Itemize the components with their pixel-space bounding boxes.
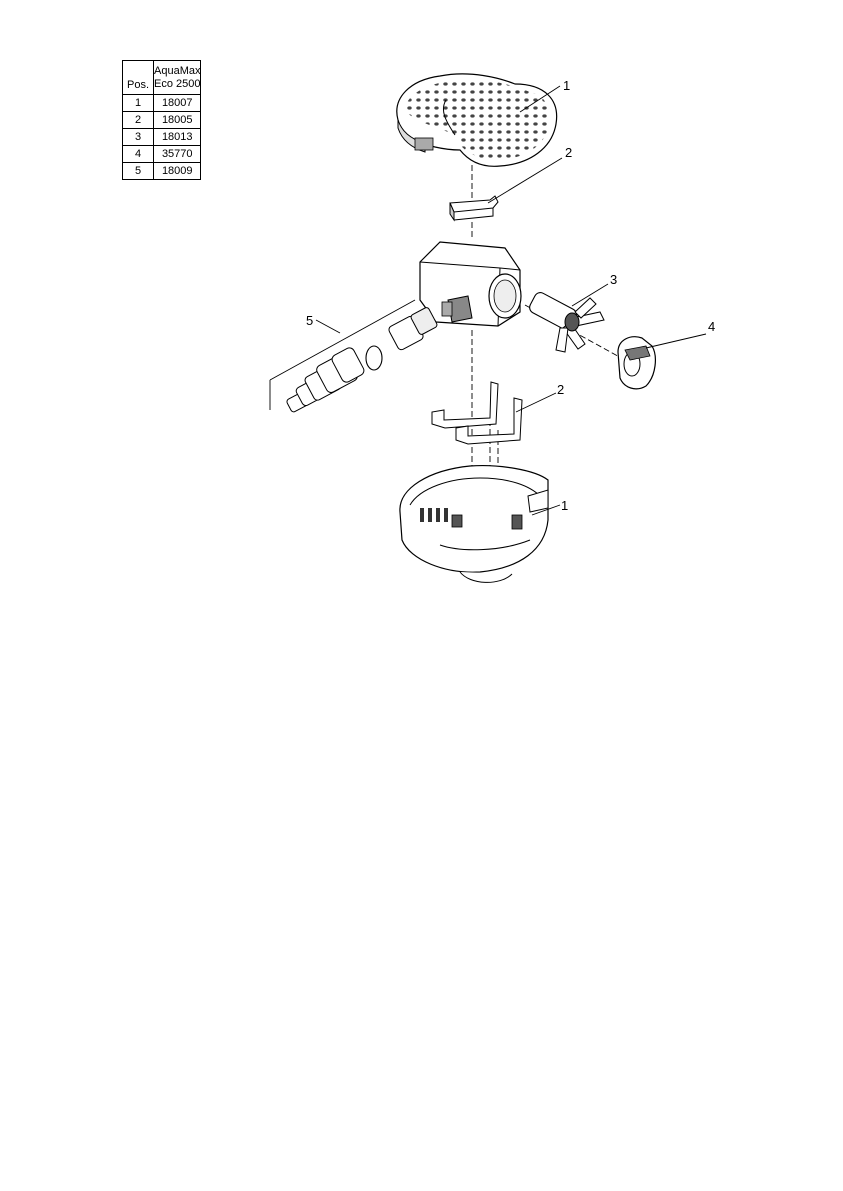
callout-top-cover: 1	[563, 78, 570, 93]
impeller-part	[528, 290, 604, 352]
bottom-seals-part	[432, 382, 522, 444]
callout-impeller: 3	[610, 272, 617, 287]
callout-bottom-housing: 1	[561, 498, 568, 513]
callout-bearing-cap: 4	[708, 319, 715, 334]
motor-housing-part	[420, 242, 521, 326]
bottom-housing-part	[400, 466, 548, 583]
callout-bottom-seals: 2	[557, 382, 564, 397]
callout-hose-set: 5	[306, 313, 313, 328]
top-cover-part	[397, 74, 557, 166]
callout-top-seal: 2	[565, 145, 572, 160]
bearing-cap-part	[618, 337, 655, 389]
top-seal-part	[450, 196, 498, 220]
exploded-view-diagram: 1 2 3 4 5 2 1	[0, 0, 843, 620]
